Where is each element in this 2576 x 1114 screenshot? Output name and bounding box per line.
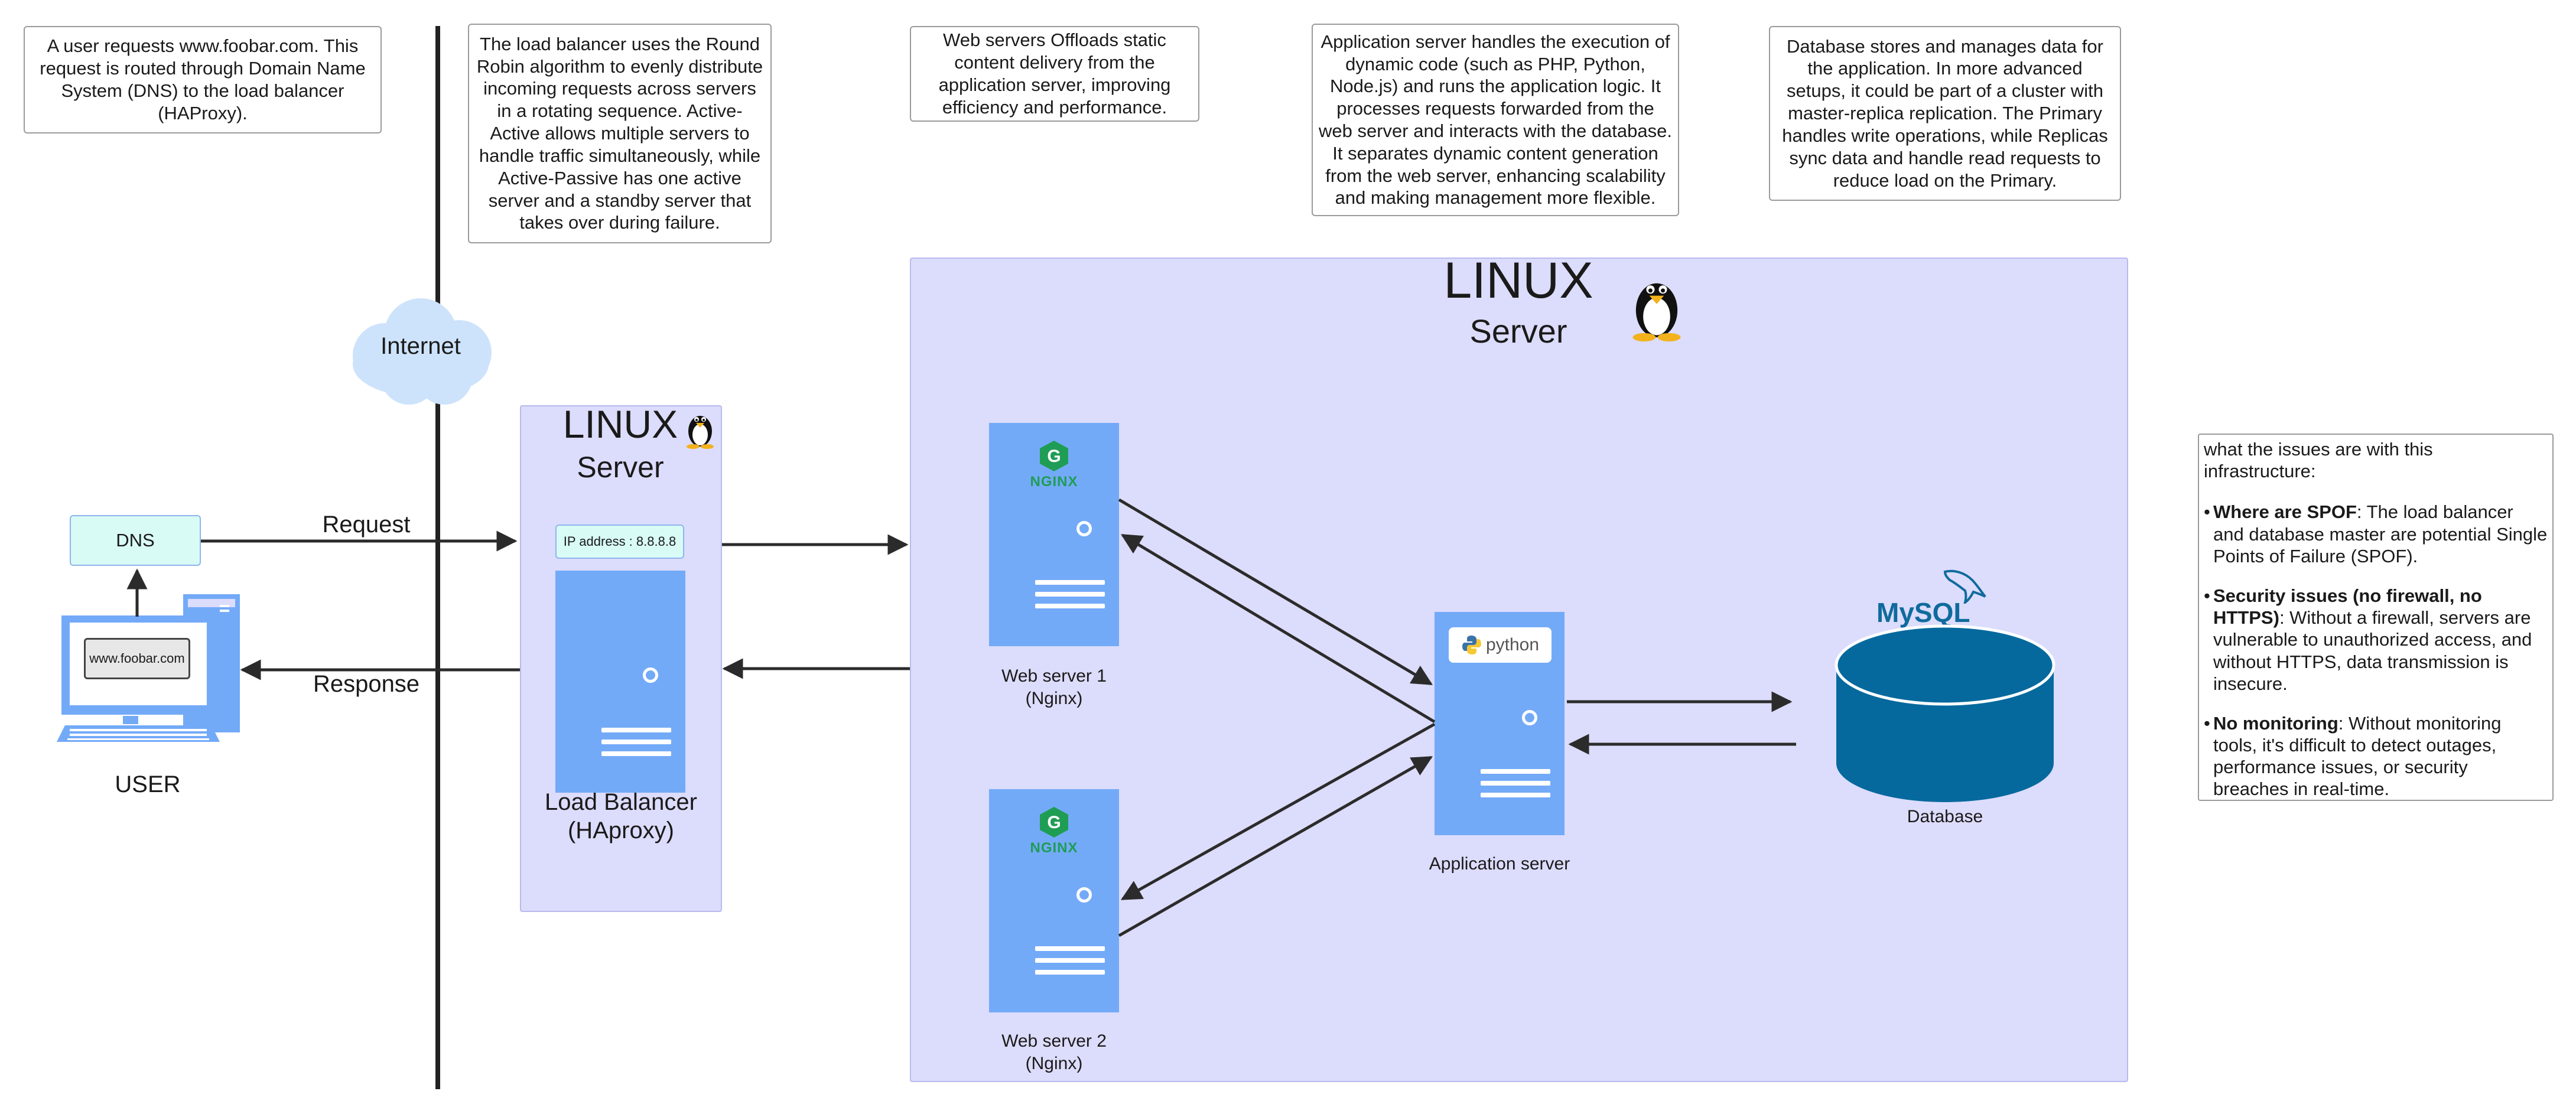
internet-label: Internet (380, 333, 461, 359)
mysql-logo: MySQL (1876, 567, 1989, 630)
user-monitor: www.foobar.com (61, 615, 215, 715)
web-server-1-logo: NGINX (1030, 474, 1078, 490)
application-server-label: Application server (1429, 854, 1570, 874)
issue-item: • Where are SPOF: The load balancer and … (2204, 501, 2548, 566)
request-label: Request (322, 512, 411, 538)
user-computer: www.foobar.com (57, 591, 246, 750)
web-server-2-label-line1: Web server 2 (1001, 1031, 1107, 1051)
lb-panel-kind: Server (577, 451, 664, 484)
load-balancer-label-line1: Load Balancer (545, 789, 697, 815)
ip-address: IP address : 8.8.8.8 (563, 534, 676, 549)
server-led (1076, 887, 1092, 903)
issues-heading: what the issues are with this infrastruc… (2204, 439, 2433, 482)
note-web-servers: Web servers Offloads static content deli… (910, 26, 1199, 122)
ip-address-badge: IP address : 8.8.8.8 (555, 525, 684, 559)
dns-box: DNS (70, 515, 201, 566)
arrow-web2-to-app (1118, 755, 1433, 937)
issue-title: No monitoring (2213, 712, 2338, 734)
tux-penguin-icon (1632, 283, 1681, 341)
arrow-app-to-web1 (1120, 533, 1436, 724)
application-server: python (1435, 612, 1565, 835)
browser-url: www.foobar.com (89, 651, 185, 666)
issues-box: what the issues are with this infrastruc… (2198, 434, 2554, 801)
svg-text:G: G (1047, 813, 1061, 832)
issue-title: Where are SPOF (2213, 501, 2357, 523)
server-led (1076, 521, 1092, 536)
browser-url-bar: www.foobar.com (84, 638, 190, 679)
issue-text: : Without monitoring tools, it's difficu… (2213, 712, 2502, 800)
issue-item: • Security issues (no firewall, no HTTPS… (2204, 585, 2532, 694)
lb-panel-os: LINUX (562, 402, 678, 446)
web-server-2-logo: NGINX (1030, 840, 1078, 856)
database-label: Database (1907, 807, 1983, 826)
issue-item: • No monitoring: Without monitoring tool… (2204, 712, 2502, 800)
mysql-logo-text: MySQL (1876, 597, 1970, 628)
python-logo-badge: python (1449, 627, 1552, 663)
main-panel-kind: Server (1469, 312, 1567, 350)
keyboard-icon (57, 716, 220, 742)
web-server-2: G NGINX (989, 789, 1119, 1012)
load-balancer-server (555, 571, 685, 793)
internet-boundary-line (435, 26, 440, 1089)
svg-text:G: G (1047, 447, 1061, 466)
note-load-balancer: The load balancer uses the Round Robin a… (468, 24, 772, 243)
arrow-web1-to-app (1118, 498, 1433, 686)
tux-penguin-icon (687, 416, 714, 449)
note-user: A user requests www.foobar.com. This req… (24, 26, 382, 133)
dolphin-icon (1943, 569, 1986, 604)
web-server-1-label-line1: Web server 1 (1001, 666, 1107, 686)
user-label: USER (115, 771, 181, 797)
issue-text: : Without a firewall, servers are vulner… (2213, 607, 2532, 694)
python-logo-icon (1462, 636, 1481, 654)
note-database: Database stores and manages data for the… (1769, 26, 2121, 201)
database-cylinder-icon (1835, 624, 2055, 802)
internet-cloud: Internet (344, 297, 497, 406)
web-server-2-label-line2: (Nginx) (1025, 1054, 1083, 1073)
load-balancer-label-line2: (HAproxy) (567, 817, 675, 843)
cloud-icon (353, 298, 492, 405)
nginx-logo-icon: G (1040, 441, 1068, 471)
web-server-1: G NGINX (989, 423, 1119, 646)
issue-text: : The load balancer and database master … (2213, 501, 2548, 566)
response-label: Response (313, 671, 420, 697)
web-server-1-label-line2: (Nginx) (1025, 689, 1083, 708)
dns-label: DNS (116, 530, 155, 551)
python-logo-text: python (1485, 635, 1540, 654)
main-panel-os: LINUX (1443, 252, 1593, 309)
nginx-logo-icon: G (1040, 807, 1068, 838)
server-led (1522, 710, 1537, 725)
note-app-server: Application server handles the execution… (1312, 24, 1679, 216)
arrow-app-to-web2 (1120, 722, 1436, 901)
server-led (643, 667, 658, 683)
issue-title: Security issues (no firewall, no HTTPS) (2213, 585, 2482, 628)
